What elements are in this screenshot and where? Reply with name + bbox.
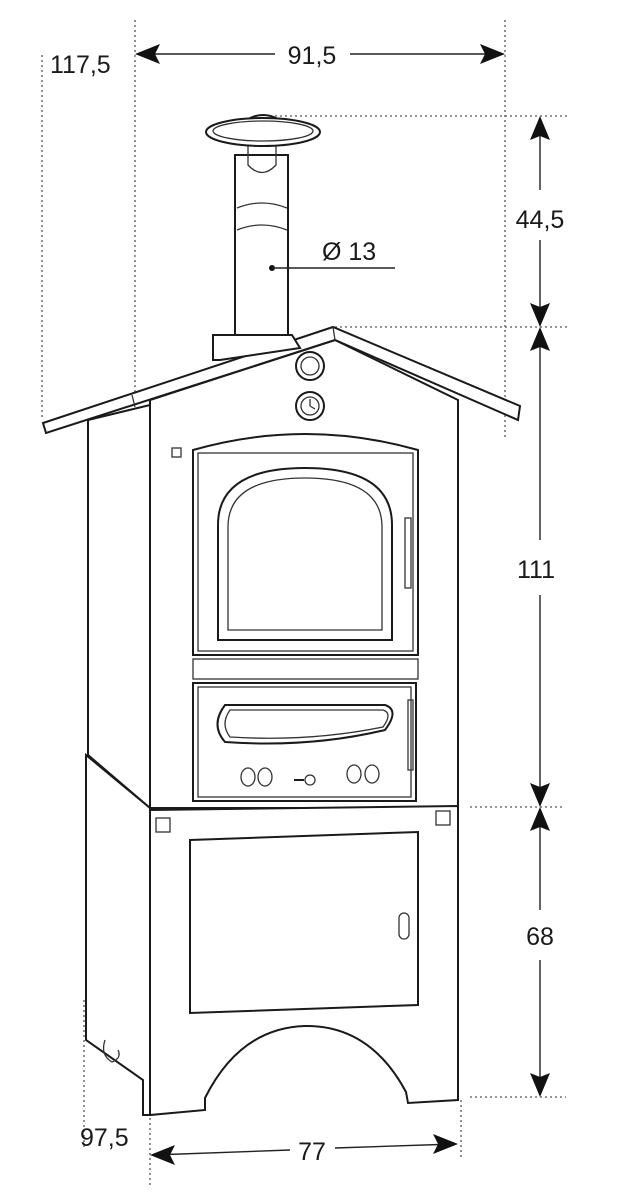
thermometer-gauge-icon [295,351,325,381]
extension-lines [41,20,568,1185]
dimension-roof-width: 91,5 [135,42,505,70]
roof-width-label: 91,5 [288,42,337,70]
arrowhead-right [480,44,505,64]
base-connector-left [155,817,171,833]
roof [41,325,522,435]
base-cabinet-door[interactable] [189,830,419,1015]
base-connector-right [435,810,451,826]
chimney: Ø 13 [205,114,395,338]
total-depth-label: 117,5 [50,51,111,79]
base-door-handle[interactable] [398,912,410,940]
oven-upper-door[interactable] [192,433,419,680]
base-depth-label: 97,5 [80,1124,129,1152]
chimney-diameter-label: Ø 13 [322,238,376,266]
vent-icon [171,447,182,458]
dimension-base-width: 77 [150,1134,458,1166]
oven-lower-door[interactable] [192,682,417,802]
base-cabinet [149,804,459,1117]
base-width-label: 77 [298,1138,326,1166]
chimney-cap [205,117,321,147]
oven-side-panel [85,403,151,1116]
oven-height-label: 111 [517,556,555,584]
base-height-label: 68 [526,923,554,951]
dimension-vertical-chain: 44,5 111 68 [516,116,565,1097]
arrowhead-left [135,44,160,64]
control-knobs[interactable] [240,764,380,787]
chimney-height-label: 44,5 [516,206,565,234]
lower-door-handle[interactable] [407,699,414,771]
upper-door-handle[interactable] [404,517,412,589]
